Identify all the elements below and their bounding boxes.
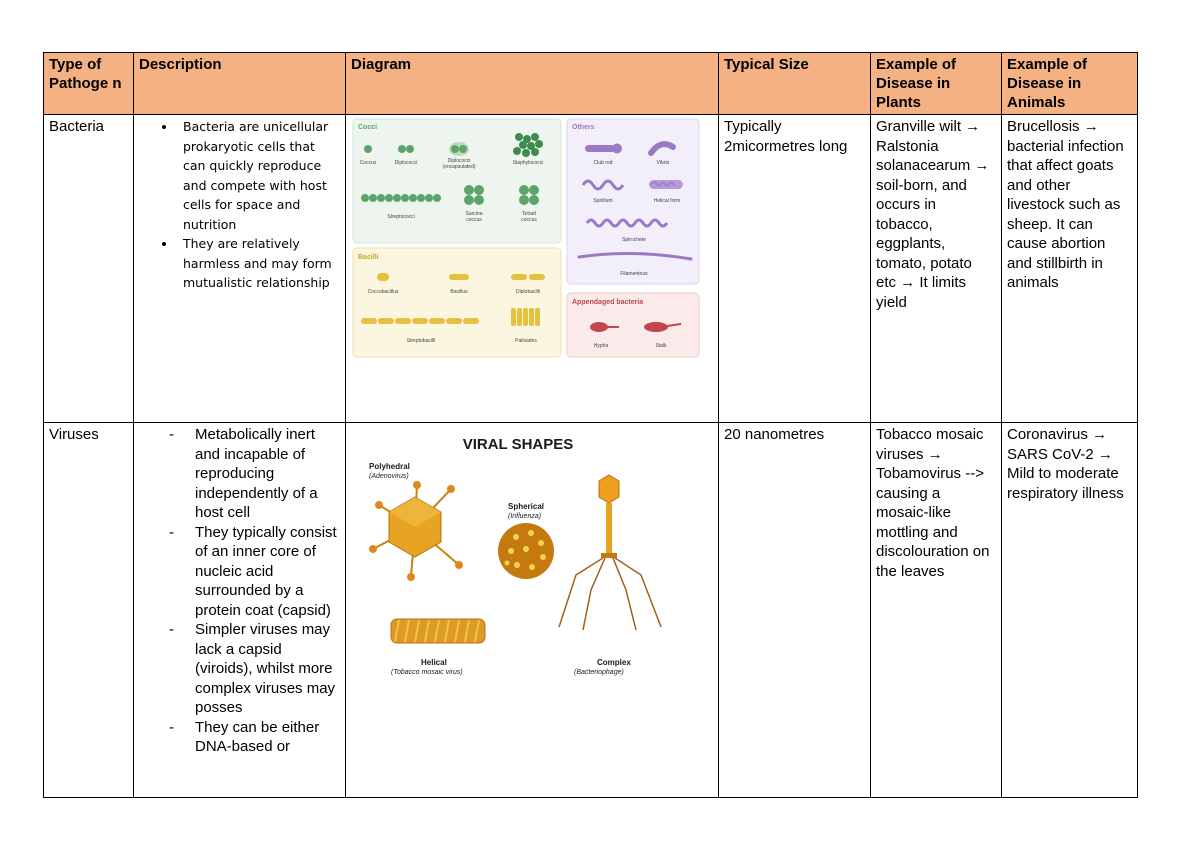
svg-text:Coccus: Coccus — [360, 160, 377, 166]
svg-text:Helical form: Helical form — [654, 198, 680, 204]
list-item: Bacteria are unicellular prokaryotic cel… — [177, 117, 340, 234]
svg-text:Vibrio: Vibrio — [657, 160, 670, 166]
svg-text:coccus: coccus — [521, 217, 537, 223]
list-item: -They typically consist of an inner core… — [169, 523, 337, 619]
size-bacteria: Typically 2micormetres long — [718, 114, 871, 423]
description-viruses: -Metabolically inert and incapable of re… — [133, 422, 346, 798]
svg-text:Streptobacilli: Streptobacilli — [407, 338, 436, 344]
svg-text:Tetrad: Tetrad — [522, 211, 536, 217]
svg-text:(encapsulated): (encapsulated) — [442, 164, 475, 170]
plant-disease-bacteria: Granville wilt → Ralstonia solanacearum … — [870, 114, 1002, 423]
description-bacteria: Bacteria are unicellular prokaryotic cel… — [133, 114, 346, 423]
pathogen-table: Type of Pathoge n Description Diagram Ty… — [43, 52, 1138, 798]
svg-text:Spherical: Spherical — [508, 502, 544, 511]
svg-text:Polyhedral: Polyhedral — [369, 462, 410, 471]
animal-disease-viruses: Coronavirus → SARS CoV-2 → Mild to moder… — [1001, 422, 1138, 798]
header-row: Type of Pathoge n Description Diagram Ty… — [43, 52, 1138, 115]
viral-shapes-image: VIRAL SHAPES Polyhedral (Adenovirus) Sph… — [369, 436, 662, 676]
svg-text:Filamentous: Filamentous — [620, 271, 648, 277]
svg-text:(Tobacco mosaic virus): (Tobacco mosaic virus) — [391, 669, 463, 676]
svg-text:Bacilli: Bacilli — [358, 254, 379, 261]
svg-text:(Adenovirus): (Adenovirus) — [369, 473, 409, 480]
diagram-bacteria: Cocci Coccus Diplococci Diplococci (enca… — [345, 114, 719, 423]
list-item: -Metabolically inert and incapable of re… — [169, 426, 318, 521]
svg-text:Coccobacillus: Coccobacillus — [368, 289, 399, 295]
bacteria-shapes-image: Cocci Coccus Diplococci Diplococci (enca… — [352, 118, 700, 358]
svg-text:Spirochete: Spirochete — [622, 237, 646, 243]
svg-text:Streptococci: Streptococci — [387, 214, 415, 220]
list-item: They are relatively harmless and may for… — [177, 234, 340, 293]
list-item: -Simpler viruses may lack a capsid (viro… — [169, 621, 336, 716]
svg-text:Diplococci: Diplococci — [448, 158, 471, 164]
svg-text:(Influenza): (Influenza) — [508, 513, 541, 520]
header-description: Description — [133, 52, 346, 115]
animal-disease-bacteria: Brucellosis → bacterial infection that a… — [1001, 114, 1138, 423]
svg-text:Spirillum: Spirillum — [593, 198, 612, 204]
svg-text:Others: Others — [572, 124, 595, 131]
svg-text:Palisades: Palisades — [515, 338, 537, 344]
type-viruses: Viruses — [43, 422, 134, 798]
svg-text:Club rod: Club rod — [594, 160, 613, 166]
plant-disease-viruses: Tobacco mosaic viruses → Tobamovirus -->… — [870, 422, 1002, 798]
svg-text:Appendaged bacteria: Appendaged bacteria — [572, 299, 643, 306]
list-item: -They can be either DNA-based or — [169, 718, 320, 756]
svg-text:Sarcina: Sarcina — [466, 211, 483, 217]
header-type: Type of Pathoge n — [43, 52, 134, 115]
table-row-viruses: Viruses -Metabolically inert and incapab… — [43, 422, 1138, 798]
table-row-bacteria: Bacteria Bacteria are unicellular prokar… — [43, 114, 1138, 423]
header-diagram: Diagram — [345, 52, 719, 115]
svg-text:Helical: Helical — [421, 658, 447, 667]
svg-text:VIRAL SHAPES: VIRAL SHAPES — [463, 436, 574, 453]
size-viruses: 20 nanometres — [718, 422, 871, 798]
header-size: Typical Size — [718, 52, 871, 115]
svg-text:Stalk: Stalk — [655, 343, 667, 349]
svg-text:Cocci: Cocci — [358, 124, 377, 131]
diagram-viruses: VIRAL SHAPES Polyhedral (Adenovirus) Sph… — [345, 422, 719, 798]
svg-text:Staphylococci: Staphylococci — [513, 160, 544, 166]
svg-text:coccus: coccus — [466, 217, 482, 223]
svg-text:Hypha: Hypha — [594, 343, 609, 349]
svg-text:Diplococci: Diplococci — [395, 160, 418, 166]
svg-text:Bacillus: Bacillus — [450, 289, 468, 295]
svg-text:(Bacteriophage): (Bacteriophage) — [574, 669, 624, 676]
type-bacteria: Bacteria — [43, 114, 134, 423]
header-plant-disease: Example of Disease in Plants — [870, 52, 1002, 115]
svg-text:Diplobacilli: Diplobacilli — [516, 289, 540, 295]
svg-text:Complex: Complex — [597, 658, 631, 667]
header-animal-disease: Example of Disease in Animals — [1001, 52, 1138, 115]
